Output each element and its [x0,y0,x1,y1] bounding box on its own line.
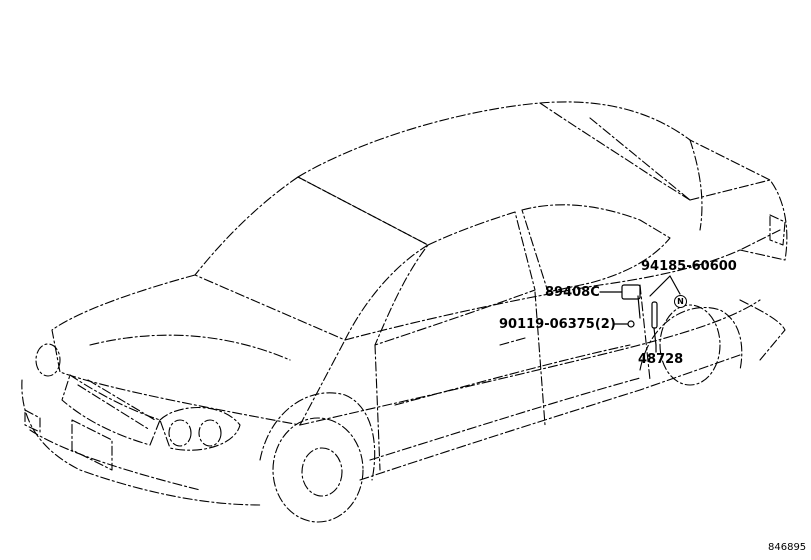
part-label-48728[interactable]: 48728 [638,352,684,367]
front-bumper [21,379,261,506]
car-roof [297,101,771,181]
part-label-90119-06375[interactable]: 90119-06375(2) [499,317,616,332]
leader-94185 [669,275,681,295]
leader-94185-b [649,275,671,297]
belt-line [344,229,781,341]
sensor-bracket-89408c[interactable] [621,284,641,300]
right-headlight-lamp-2 [198,419,222,447]
windshield [194,176,429,341]
right-headlight-lamp-1 [168,419,192,447]
front-side-window [374,211,536,346]
rear-door-edge [639,284,651,381]
left-headlight [35,343,61,377]
side-molding [394,344,631,406]
rear-window [589,117,703,231]
part-label-94185-60600[interactable]: 94185-60600 [641,259,737,274]
front-wheel-hub [301,447,343,497]
diagram-reference-code: 846895 [768,542,807,553]
fog-light [24,409,41,433]
rear-wheel-arch [639,306,743,371]
right-headlight-housing [159,406,241,451]
hood [51,274,346,426]
bolt-90119[interactable] [627,320,635,328]
tail-light [769,214,786,246]
front-bumper-lower [29,429,201,491]
link-rod-lower [653,327,657,346]
part-label-89408c[interactable]: 89408C [545,285,600,300]
rear-side-window [521,204,671,293]
rocker-line [369,377,641,461]
grille-inner [77,379,156,431]
front-door-edge [374,344,381,471]
front-wheel [272,417,364,523]
link-rod-48728[interactable] [651,301,658,329]
hood-crease [89,334,291,361]
roof-rear-edge [539,102,691,201]
front-door-handle [499,337,526,346]
grille [61,374,161,446]
sensor-link [637,295,641,319]
body-side-lower [359,354,741,481]
trunk [689,179,788,261]
front-wheel-arch [259,392,376,481]
rear-bumper [739,299,786,361]
rear-wheel [659,304,721,386]
body-side-upper [299,299,761,426]
marker-n: N [674,295,687,308]
door-split [534,291,546,426]
license-plate [71,419,113,471]
